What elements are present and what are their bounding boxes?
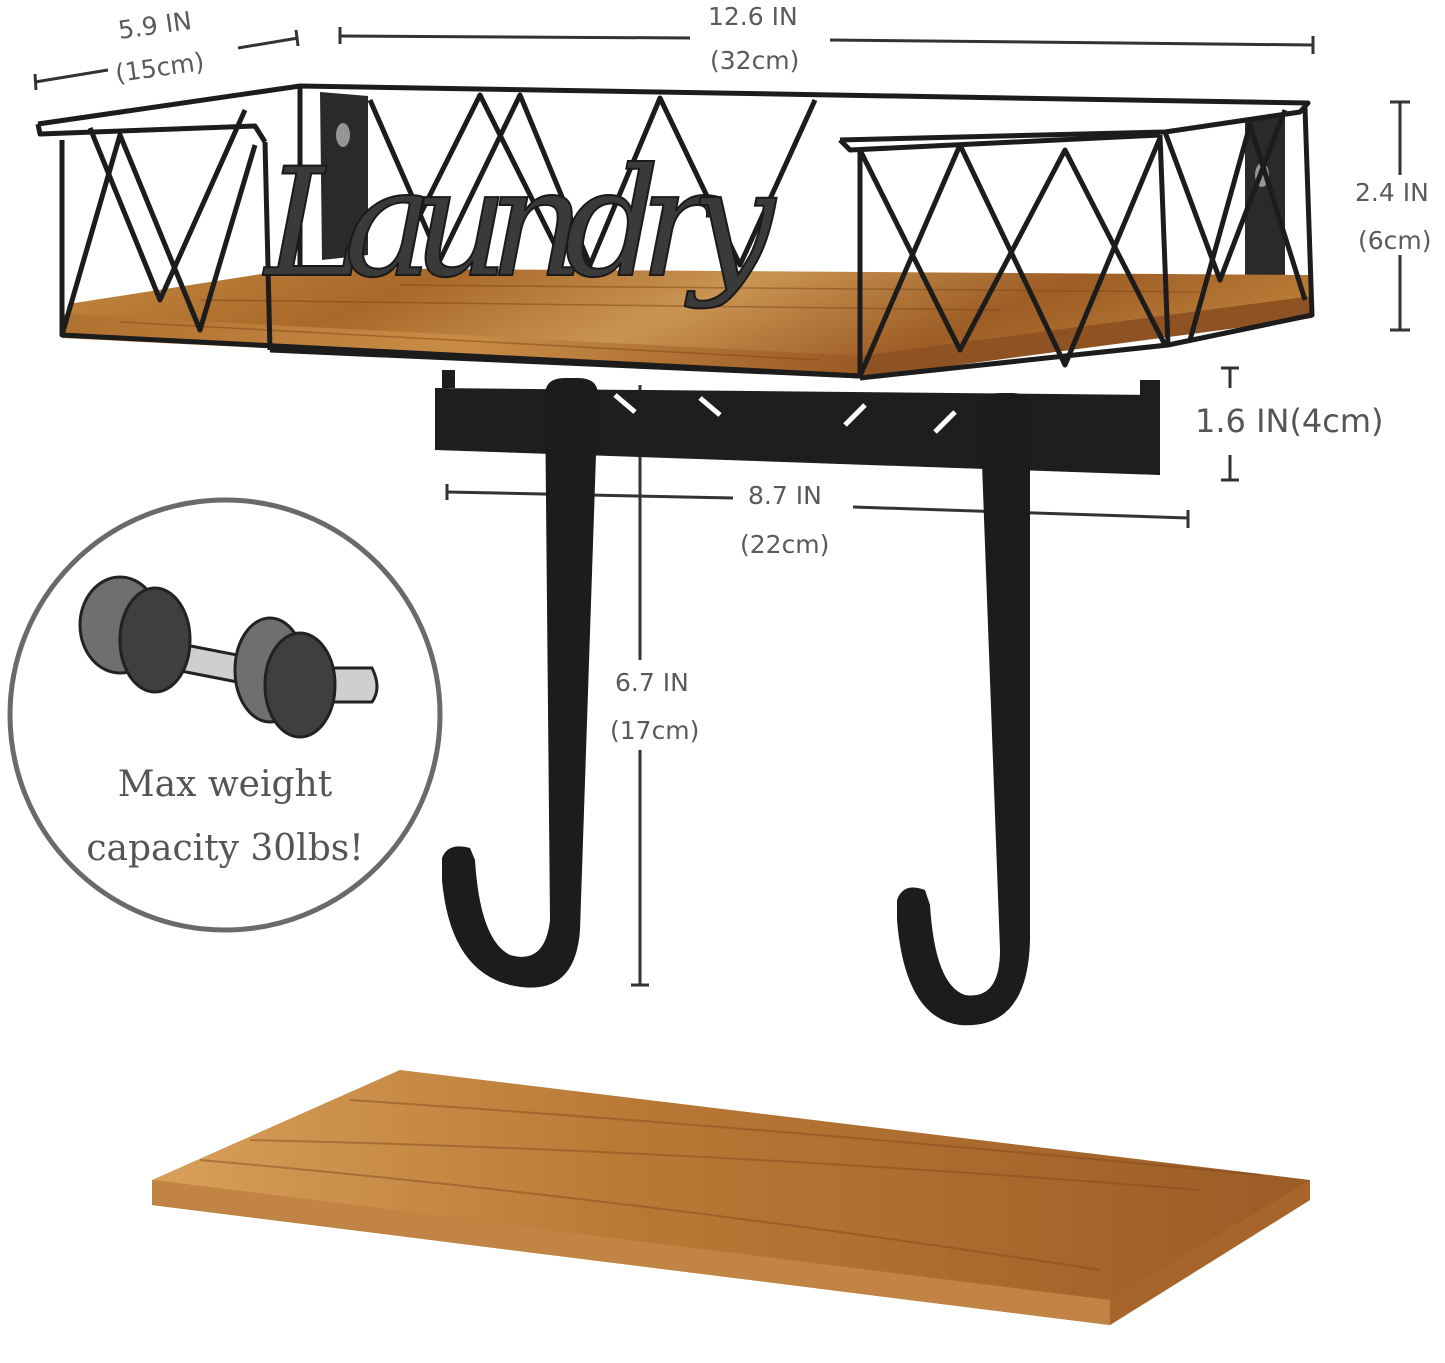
hook-length-inches-label: 6.7 IN xyxy=(615,668,689,697)
badge-line-2: capacity 30lbs! xyxy=(86,828,364,869)
laundry-sign: Laundry xyxy=(262,137,777,311)
left-bracket-plate xyxy=(320,92,368,260)
rail-width-inches-label: 8.7 IN xyxy=(748,481,822,510)
rail-height-label: 1.6 IN(4cm) xyxy=(1195,402,1384,440)
weight-badge xyxy=(7,497,443,933)
right-hook xyxy=(897,393,1030,1026)
height-cm-label: (6cm) xyxy=(1358,226,1432,255)
depth-line-left xyxy=(34,68,109,84)
dumbbell-icon xyxy=(78,575,379,739)
width-line-left xyxy=(339,34,691,40)
hooks xyxy=(442,378,1030,1026)
badge-line-1: Max weight xyxy=(117,764,333,805)
lower-wood-shelf xyxy=(152,1070,1310,1325)
rail-width-cm-label: (22cm) xyxy=(740,530,830,559)
hook-rail xyxy=(435,370,1160,475)
right-bracket-plate xyxy=(1245,112,1285,322)
hook-length-cm-label: (17cm) xyxy=(610,716,700,745)
basket-wood-base xyxy=(62,268,1312,378)
height-inches-label: 2.4 IN xyxy=(1355,178,1429,207)
width-line-right xyxy=(829,38,1314,47)
width-inches-label: 12.6 IN xyxy=(708,2,798,31)
left-hook xyxy=(442,378,598,988)
depth-line-right xyxy=(237,36,299,50)
top-rim xyxy=(37,83,1311,143)
wire-basket xyxy=(35,83,1315,381)
width-cm-label: (32cm) xyxy=(710,46,800,75)
wall-brackets xyxy=(320,92,1285,322)
